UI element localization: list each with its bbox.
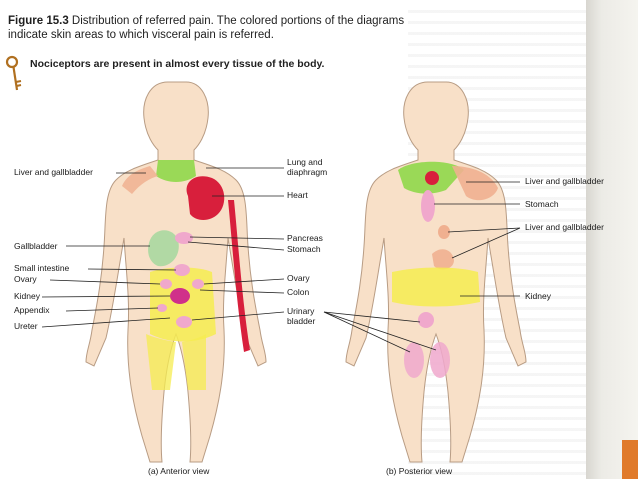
key-icon	[5, 55, 22, 91]
caption-line-2: indicate skin areas to which visceral pa…	[8, 29, 274, 41]
posterior-liver-mid-region	[438, 225, 450, 239]
figure-number: Figure 15.3	[8, 15, 69, 27]
anterior-kidney-region	[170, 288, 190, 304]
label-liver-gallbladder-anterior: Liver and gallbladder	[14, 167, 93, 177]
posterior-body	[345, 81, 527, 463]
label-liver-gallbladder-posterior-top: Liver and gallbladder	[525, 176, 604, 186]
page-tab-marker	[622, 440, 638, 479]
anterior-small-intestine-region	[174, 264, 190, 276]
anterior-lung-region	[156, 160, 196, 182]
anterior-leader-lines	[41, 167, 285, 328]
posterior-leader-lines	[323, 181, 521, 353]
posterior-buttock-right	[430, 342, 450, 378]
posterior-buttock-left	[404, 342, 424, 378]
posterior-bladder-region	[418, 312, 434, 328]
posterior-stomach-region	[421, 190, 435, 222]
posterior-liver-upper-region	[452, 166, 498, 201]
posterior-kidney-region	[392, 267, 480, 307]
anterior-appendix-region	[157, 304, 167, 312]
anterior-heart-region	[186, 176, 225, 220]
anterior-ovary-right	[192, 279, 204, 289]
anterior-liver-region	[122, 166, 158, 194]
anterior-pancreas-region	[175, 232, 193, 244]
label-urinary: Urinary	[287, 306, 315, 316]
anterior-ovary-left	[160, 279, 172, 289]
anterior-bladder-region	[176, 316, 192, 328]
label-diaphragm: diaphragm	[287, 167, 328, 177]
label-stomach-posterior: Stomach	[525, 199, 559, 209]
label-gallbladder-anterior: Gallbladder	[14, 241, 58, 251]
anterior-view-label: (a) Anterior view	[148, 466, 210, 476]
figure-caption: Figure 15.3 Distribution of referred pai…	[8, 14, 408, 42]
posterior-heart-region	[425, 171, 439, 185]
label-stomach-anterior: Stomach	[287, 244, 321, 254]
label-small-intestine: Small intestine	[14, 263, 70, 273]
posterior-liver-lower-region	[432, 249, 454, 270]
label-kidney-posterior: Kidney	[525, 291, 551, 301]
label-ovary-left: Ovary	[14, 274, 37, 284]
label-kidney-anterior: Kidney	[14, 291, 40, 301]
key-note: Nociceptors are present in almost every …	[30, 58, 325, 70]
label-appendix: Appendix	[14, 305, 50, 315]
caption-line-1: Distribution of referred pain. The color…	[71, 15, 405, 27]
posterior-view-label: (b) Posterior view	[386, 466, 453, 476]
label-liver-gallbladder-posterior-mid: Liver and gallbladder	[525, 222, 604, 232]
anterior-gallbladder-region	[148, 230, 179, 267]
label-pancreas: Pancreas	[287, 233, 323, 243]
label-ureter: Ureter	[14, 321, 38, 331]
page-edge	[586, 0, 638, 479]
label-lung-and: Lung and	[287, 157, 323, 167]
anterior-left-leg-region	[146, 334, 176, 390]
label-ovary-right: Ovary	[287, 273, 310, 283]
label-bladder: bladder	[287, 316, 316, 326]
anterior-right-leg-region	[182, 334, 206, 390]
label-heart: Heart	[287, 190, 308, 200]
label-colon: Colon	[287, 287, 310, 297]
